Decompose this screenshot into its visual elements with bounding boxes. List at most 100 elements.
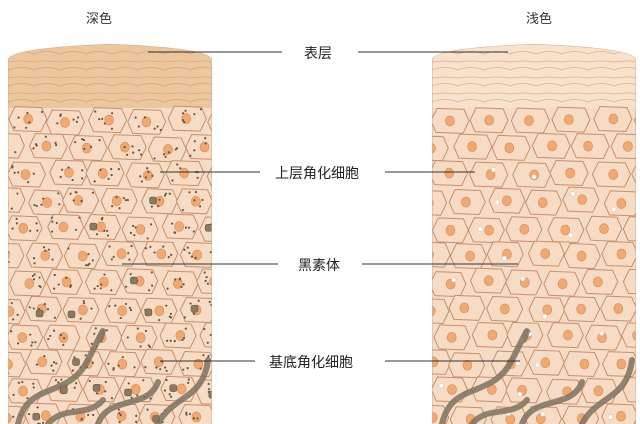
cell-nucleus — [616, 358, 627, 370]
melanosome-dot — [135, 414, 138, 417]
cell-nucleus — [576, 303, 586, 315]
melanosome-dot — [21, 380, 24, 384]
basal-strip — [579, 357, 635, 424]
melanosome-dot — [108, 305, 111, 308]
basal-strip — [469, 397, 530, 424]
melanosome-dot — [155, 366, 158, 369]
cell-nucleus — [18, 222, 29, 234]
keratinocyte-cell — [195, 379, 212, 406]
keratinocyte-cell — [0, 377, 4, 402]
light-basal-layer — [439, 328, 635, 424]
melanosome-dot — [111, 205, 114, 208]
melanosome-dot — [110, 289, 113, 292]
keratinocyte-cell — [8, 322, 9, 349]
cell-nucleus — [60, 117, 70, 128]
melanosome-dot — [67, 247, 70, 250]
melanosome-cluster — [72, 358, 80, 366]
melanosome-dot — [150, 271, 153, 274]
cell-nucleus — [216, 330, 225, 340]
melanosome-dot — [128, 258, 131, 261]
melanosome-granule — [607, 414, 614, 420]
cell-nucleus — [445, 225, 456, 236]
melanosome-dot — [197, 299, 200, 302]
keratinocyte-cell — [621, 322, 636, 349]
melanosome-dot — [59, 175, 62, 179]
keratinocyte-cell — [199, 216, 212, 243]
melanosome-dot — [210, 303, 212, 307]
melanosome-dot — [16, 313, 19, 316]
melanosome-granule — [567, 232, 574, 238]
cell-nucleus — [583, 140, 593, 152]
melanosome-dot — [203, 327, 206, 331]
melanosome-dot — [62, 343, 65, 346]
melanosome-dot — [42, 197, 45, 200]
melanosome-dot — [211, 395, 212, 398]
cell-nucleus — [487, 329, 498, 341]
melanosome-dot — [192, 230, 195, 233]
melanosome-dot — [5, 198, 7, 200]
melanosome-dot — [108, 245, 111, 248]
melanosome-dot — [187, 378, 190, 381]
cell-nucleus — [179, 167, 190, 179]
melanosome-dot — [40, 203, 43, 206]
melanosome-dot — [33, 262, 36, 265]
melanosome-dot — [83, 147, 86, 150]
melanosome-dot — [167, 255, 170, 259]
keratinocyte-cell — [393, 271, 429, 296]
melanosome-dot — [136, 394, 139, 397]
melanosome-dot — [46, 308, 50, 311]
melanosome-dot — [0, 356, 2, 358]
melanosome-dot — [81, 169, 84, 172]
cell-nucleus — [81, 142, 92, 154]
melanosome-dot — [150, 205, 153, 208]
melanosome-granule — [570, 191, 576, 197]
melanosome-granule — [598, 330, 605, 336]
melanosome-dot — [16, 192, 19, 195]
melanosome-dot — [52, 329, 56, 332]
melanosome-dot — [15, 222, 19, 225]
melanosome-granule — [520, 275, 526, 282]
melanosome-dot — [86, 264, 90, 267]
melanosome-dot — [139, 175, 142, 178]
melanosome-dot — [117, 167, 120, 171]
cell-nucleus — [173, 278, 183, 289]
melanosome-dot — [85, 264, 88, 267]
melanosome-dot — [196, 417, 199, 420]
cell-nucleus — [540, 248, 551, 259]
melanosome-granule — [490, 166, 497, 173]
melanosome-dot — [168, 192, 171, 195]
cell-nucleus — [41, 410, 51, 421]
melanosome-dot — [149, 223, 153, 226]
melanosome-dot — [158, 318, 161, 322]
melanosome-dot — [217, 177, 219, 179]
melanosome-dot — [207, 382, 210, 386]
melanosome-dot — [173, 231, 176, 234]
melanosome-dot — [204, 279, 207, 283]
melanosome-dot — [186, 367, 189, 370]
cell-nucleus — [18, 385, 28, 397]
cell-nucleus — [505, 414, 516, 424]
melanosome-dot — [75, 382, 78, 385]
melanosome-dot — [69, 284, 73, 287]
melanosome-dot — [224, 332, 226, 334]
keratinocyte-cell — [0, 269, 5, 294]
melanosome-dot — [5, 408, 7, 410]
melanosome-dot — [2, 311, 4, 313]
melanosome-dot — [93, 332, 96, 335]
melanosome-dot — [101, 117, 104, 121]
melanosome-dot — [190, 255, 194, 258]
melanosome-cluster — [67, 310, 76, 319]
melanosome-dot — [182, 121, 186, 124]
keratinocyte-cell — [633, 107, 636, 134]
melanosome-dot — [13, 126, 16, 129]
keratinocyte-cell — [432, 297, 450, 325]
cell-nucleus — [616, 248, 627, 260]
melanosome-dot — [204, 137, 207, 140]
melanosome-dot — [92, 413, 95, 417]
melanosome-dot — [17, 381, 20, 384]
melanosome-dot — [32, 307, 35, 310]
melanosome-dot — [59, 333, 63, 336]
dark-skin-column — [0, 44, 226, 424]
melanosome-dot — [12, 318, 15, 321]
melanosome-dot — [30, 344, 33, 347]
